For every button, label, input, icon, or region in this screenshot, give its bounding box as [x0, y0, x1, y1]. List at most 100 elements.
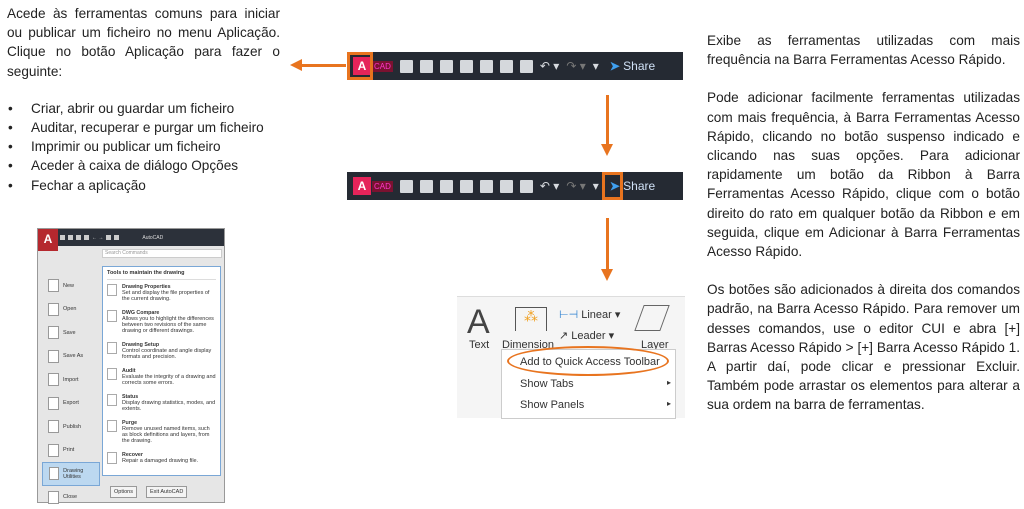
menu-item-drawing-utilities[interactable]: Drawing Utilities [42, 462, 100, 486]
save-web-icon[interactable] [500, 60, 513, 73]
menu-item-publish[interactable]: Publish [42, 415, 100, 439]
label: Save [63, 330, 76, 336]
save-icon[interactable] [440, 60, 453, 73]
search-commands-input[interactable]: Search Commands [102, 249, 222, 258]
panel-title: Tools to maintain the drawing [107, 270, 216, 280]
properties-icon [107, 284, 117, 296]
menu-item-import[interactable]: Import [42, 368, 100, 392]
bullet-list: Criar, abrir ou guardar um ficheiro Audi… [7, 99, 280, 195]
tool-desc: Control coordinate and angle display for… [122, 348, 211, 360]
arrow-down [606, 218, 609, 270]
label: Open [63, 306, 76, 312]
tool-desc: Remove unused named items, such as block… [122, 426, 210, 444]
share-button[interactable]: ➤ Share [610, 59, 655, 73]
tools-panel: Tools to maintain the drawing Drawing Pr… [102, 266, 221, 476]
left-description: Acede às ferramentas comuns para iniciar… [7, 4, 280, 195]
save-web-icon[interactable] [500, 180, 513, 193]
arrow-down [606, 95, 609, 145]
right-description: Exibe as ferramentas utilizadas com mais… [707, 31, 1020, 434]
open-web-icon[interactable] [480, 180, 493, 193]
menu-show-tabs[interactable]: Show Tabs [520, 378, 574, 390]
share-label: Share [623, 59, 655, 73]
linear-button[interactable]: ⊢⊣ Linear ▾ [559, 308, 620, 321]
app-menu-list: New Open Save Save As Import Export Publ… [42, 274, 100, 509]
save-as-icon[interactable] [460, 180, 473, 193]
options-button[interactable]: Options [110, 486, 137, 498]
tool-desc: Evaluate the integrity of a drawing and … [122, 374, 216, 386]
open-web-icon[interactable] [480, 60, 493, 73]
label: Print [63, 447, 74, 453]
purge-icon [107, 420, 117, 432]
leader-button[interactable]: ↗ Leader ▾ [559, 329, 614, 342]
application-button[interactable]: A [38, 229, 58, 251]
quick-access-toolbar: A CAD ↶ ▾↷ ▾▾ ➤ Share [347, 52, 683, 80]
redo-icon[interactable]: ↷ ▾ [566, 179, 585, 193]
label: Export [63, 400, 79, 406]
tool-desc: Set and display the file properties of t… [122, 290, 209, 302]
save-icon[interactable] [440, 180, 453, 193]
bullet: Aceder à caixa de diálogo Opções [7, 156, 280, 175]
highlight-oval [507, 346, 669, 376]
bullet: Imprimir ou publicar um ficheiro [7, 137, 280, 156]
arrow-head [290, 59, 302, 71]
arrow-head [601, 144, 613, 156]
bullet: Criar, abrir ou guardar um ficheiro [7, 99, 280, 118]
app-title: AutoCAD [142, 235, 163, 241]
paragraph: Exibe as ferramentas utilizadas com mais… [707, 31, 1020, 69]
menu-item-save[interactable]: Save [42, 321, 100, 345]
menu-item-print[interactable]: Print [42, 439, 100, 463]
open-icon[interactable] [420, 180, 433, 193]
menu-item-close[interactable]: Close [42, 486, 100, 509]
bullet: Fechar a aplicação [7, 176, 280, 195]
paragraph: Os botões são adicionados à direita dos … [707, 280, 1020, 414]
menu-item-save-as[interactable]: Save As [42, 345, 100, 369]
dimension-icon: ⁂ [515, 307, 547, 331]
bullet: Auditar, recuperar e purgar um ficheiro [7, 118, 280, 137]
tool-desc: Display drawing statistics, modes, and e… [122, 400, 215, 412]
cad-badge: CAD [372, 61, 393, 72]
application-button[interactable]: A [353, 177, 371, 195]
compare-icon [107, 310, 117, 322]
cad-badge: CAD [372, 181, 393, 192]
highlight-box [602, 172, 623, 200]
label: Drawing Utilities [63, 468, 99, 480]
menu-item-open[interactable]: Open [42, 298, 100, 322]
plot-icon[interactable] [520, 60, 533, 73]
plot-icon[interactable] [520, 180, 533, 193]
new-icon[interactable] [400, 60, 413, 73]
new-icon[interactable] [400, 180, 413, 193]
customize-dropdown-icon[interactable]: ▾ [593, 179, 599, 193]
text-button[interactable]: Text [469, 339, 489, 351]
label: New [63, 283, 74, 289]
label: Save As [63, 353, 83, 359]
status-icon [107, 394, 117, 406]
redo-icon[interactable]: ↷ ▾ [566, 59, 585, 73]
label: Publish [63, 424, 81, 430]
open-icon[interactable] [420, 60, 433, 73]
save-as-icon[interactable] [460, 60, 473, 73]
recover-icon [107, 452, 117, 464]
arrow-left [300, 64, 346, 67]
menu-item-export[interactable]: Export [42, 392, 100, 416]
menu-item-new[interactable]: New [42, 274, 100, 298]
menu-show-panels[interactable]: Show Panels [520, 399, 584, 411]
highlight-box [347, 52, 373, 80]
undo-icon[interactable]: ↶ ▾ [540, 179, 559, 193]
quick-access-toolbar-2: A CAD ↶ ▾↷ ▾▾ ➤ Share [347, 172, 683, 200]
application-menu: ← → AutoCAD A Search Commands New Open S… [37, 228, 225, 503]
arrow-head [601, 269, 613, 281]
audit-icon [107, 368, 117, 380]
customize-dropdown-icon[interactable]: ▾ [593, 59, 599, 73]
paragraph: Pode adicionar facilmente ferramentas ut… [707, 88, 1020, 261]
undo-icon[interactable]: ↶ ▾ [540, 59, 559, 73]
share-label: Share [623, 179, 655, 193]
intro-text: Acede às ferramentas comuns para iniciar… [7, 4, 280, 81]
exit-button[interactable]: Exit AutoCAD [146, 486, 187, 498]
